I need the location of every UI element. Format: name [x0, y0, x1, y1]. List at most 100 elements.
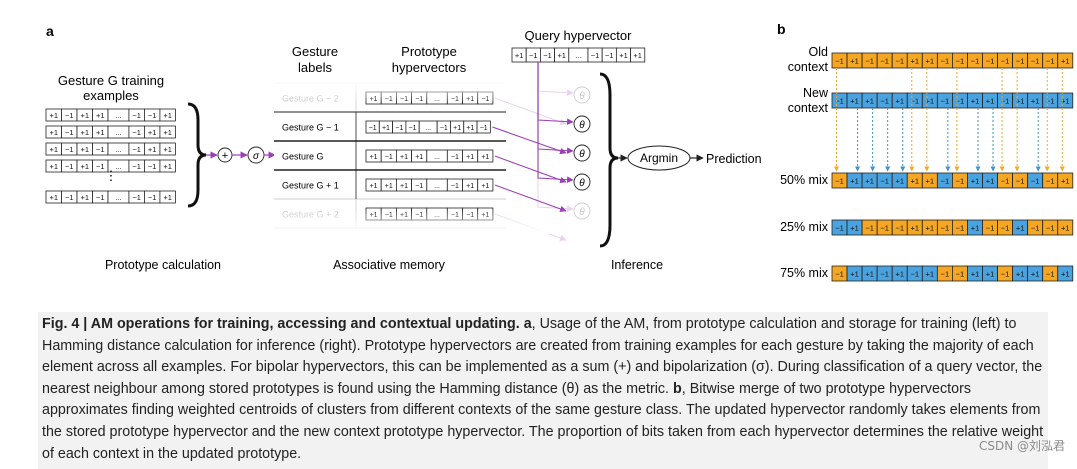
vector-cell-value: −1	[132, 128, 141, 137]
vector-cell	[630, 47, 646, 63]
new-context-label-line1: New	[803, 86, 829, 100]
figure-dynamic-layer: +1 −1 +1 +1... −1 −1 +1 +1 −1 +1 +1... −1 +1 +1 +1 −1 +1…	[45, 47, 1074, 282]
query-hypervector: +1−1−1+1...−1−1+1+1	[511, 47, 646, 63]
vector-cell	[477, 178, 494, 192]
vector-cell-value: +1	[926, 57, 935, 66]
vector-cell-value: +1	[986, 177, 995, 186]
vector-cell-value: −1	[1001, 270, 1010, 279]
vector-cell-value: −1	[1001, 177, 1010, 186]
vector-cell-value: +1	[1031, 97, 1040, 106]
vector-cell-value: +1	[370, 183, 378, 190]
vector-cell	[476, 120, 491, 134]
vector-cell-value: −1	[132, 145, 141, 154]
theta-operator-symbol: θ	[579, 120, 585, 131]
vector-cell-value: ...	[434, 154, 440, 161]
vector-cell-value: +1	[466, 125, 474, 132]
prototype-header-line2: hypervectors	[392, 60, 467, 75]
vector-cell	[477, 149, 494, 163]
vector-cell-value: −1	[880, 97, 889, 106]
vector-cell	[159, 108, 176, 122]
arrow	[494, 97, 567, 126]
vector-cell-value: ...	[115, 162, 121, 171]
vector-cell	[1057, 92, 1074, 109]
vector-cell-value: −1	[895, 57, 904, 66]
vector-cell-value: −1	[65, 145, 74, 154]
arrow	[537, 62, 574, 183]
curly-brace	[599, 72, 619, 248]
vector-cell-value: +1	[80, 128, 89, 137]
vector-cell-value: +1	[633, 51, 642, 60]
prototype-calculation-label: Prototype calculation	[105, 258, 221, 272]
gesture-labels-header-line1: Gesture	[292, 44, 338, 59]
vector-cell-value: +1	[971, 177, 980, 186]
vector-cell-value: −1	[385, 154, 393, 161]
old-context-label-line2: context	[788, 60, 829, 74]
vector-cell-value: +1	[163, 162, 172, 171]
vector-cell-value: −1	[971, 57, 980, 66]
vector-cell-value: −1	[895, 224, 904, 233]
vector-cell-value: −1	[835, 270, 844, 279]
vector-cell-value: +1	[1016, 224, 1025, 233]
training-example-row: +1−1+1−1...−1−1+1	[45, 190, 176, 204]
vector-cell-value: +1	[80, 193, 89, 202]
caption-figure-number: Fig. 4 | AM operations for training, acc…	[42, 316, 520, 332]
vector-cell-value: −1	[1031, 177, 1040, 186]
vector-cell-value: ...	[425, 125, 431, 132]
fade-overlay	[270, 210, 570, 234]
vector-cell-value: −1	[835, 97, 844, 106]
vector-cell-value: +1	[1061, 57, 1070, 66]
vector-cell-value: −1	[880, 224, 889, 233]
arrow	[537, 62, 574, 212]
mix-label: 50% mix	[780, 173, 829, 187]
vector-cell-value: −1	[148, 162, 157, 171]
vector-cell-value: +1	[1061, 97, 1070, 106]
vector-cell-value: +1	[971, 97, 980, 106]
vector-cell-value: −1	[148, 193, 157, 202]
vector-cell-value: −1	[369, 125, 377, 132]
arrow	[492, 126, 567, 155]
vector-cell-value: −1	[1001, 224, 1010, 233]
vector-cell-value: +1	[148, 145, 157, 154]
fade-overlay	[270, 80, 570, 102]
vector-cell-value: +1	[926, 97, 935, 106]
memory-row: Gesture G + 1	[274, 169, 567, 213]
vector-cell-value: ...	[115, 128, 121, 137]
vector-cell-value: −1	[451, 183, 459, 190]
vector-cell-value: −1	[910, 270, 919, 279]
vector-cell-value: +1	[1031, 270, 1040, 279]
vector-cell-value: +1	[926, 224, 935, 233]
mix-label: 25% mix	[780, 220, 829, 234]
arrow	[494, 184, 567, 213]
vector-cell-value: −1	[451, 154, 459, 161]
vector-cell-value: +1	[163, 111, 172, 120]
vector-cell-value: −1	[941, 224, 950, 233]
vector-cell-value: −1	[543, 51, 552, 60]
vector-cell-value: +1	[557, 51, 566, 60]
vector-cell-value: −1	[880, 177, 889, 186]
panel-b-label: b	[777, 21, 786, 37]
vector-cell-value: +1	[910, 177, 919, 186]
vector-cell-value: −1	[65, 193, 74, 202]
vector-cell-value: +1	[971, 270, 980, 279]
vector-cell-value: −1	[480, 125, 488, 132]
caption-a-label: a	[523, 316, 532, 332]
vector-cell-value: −1	[941, 177, 950, 186]
vector-cell-value: +1	[163, 145, 172, 154]
vector-cell-value: +1	[49, 193, 58, 202]
vector-cell	[159, 190, 176, 204]
arrow	[494, 155, 567, 184]
vector-cell-value: +1	[895, 177, 904, 186]
vector-cell-value: −1	[148, 111, 157, 120]
theta-operator-symbol: θ	[579, 91, 585, 102]
vector-cell-value: +1	[1061, 224, 1070, 233]
vector-cell-value: −1	[865, 57, 874, 66]
vector-cell	[1057, 219, 1074, 236]
vector-cell	[159, 142, 176, 156]
vector-cell-value: +1	[148, 128, 157, 137]
vector-cell-value: +1	[49, 162, 58, 171]
training-example-row: +1−1+1−1...−1+1+1	[45, 142, 176, 156]
theta-operator	[573, 144, 591, 162]
vector-cell-value: +1	[865, 177, 874, 186]
vector-cell-value: ...	[115, 145, 121, 154]
vector-cell-value: +1	[850, 270, 859, 279]
